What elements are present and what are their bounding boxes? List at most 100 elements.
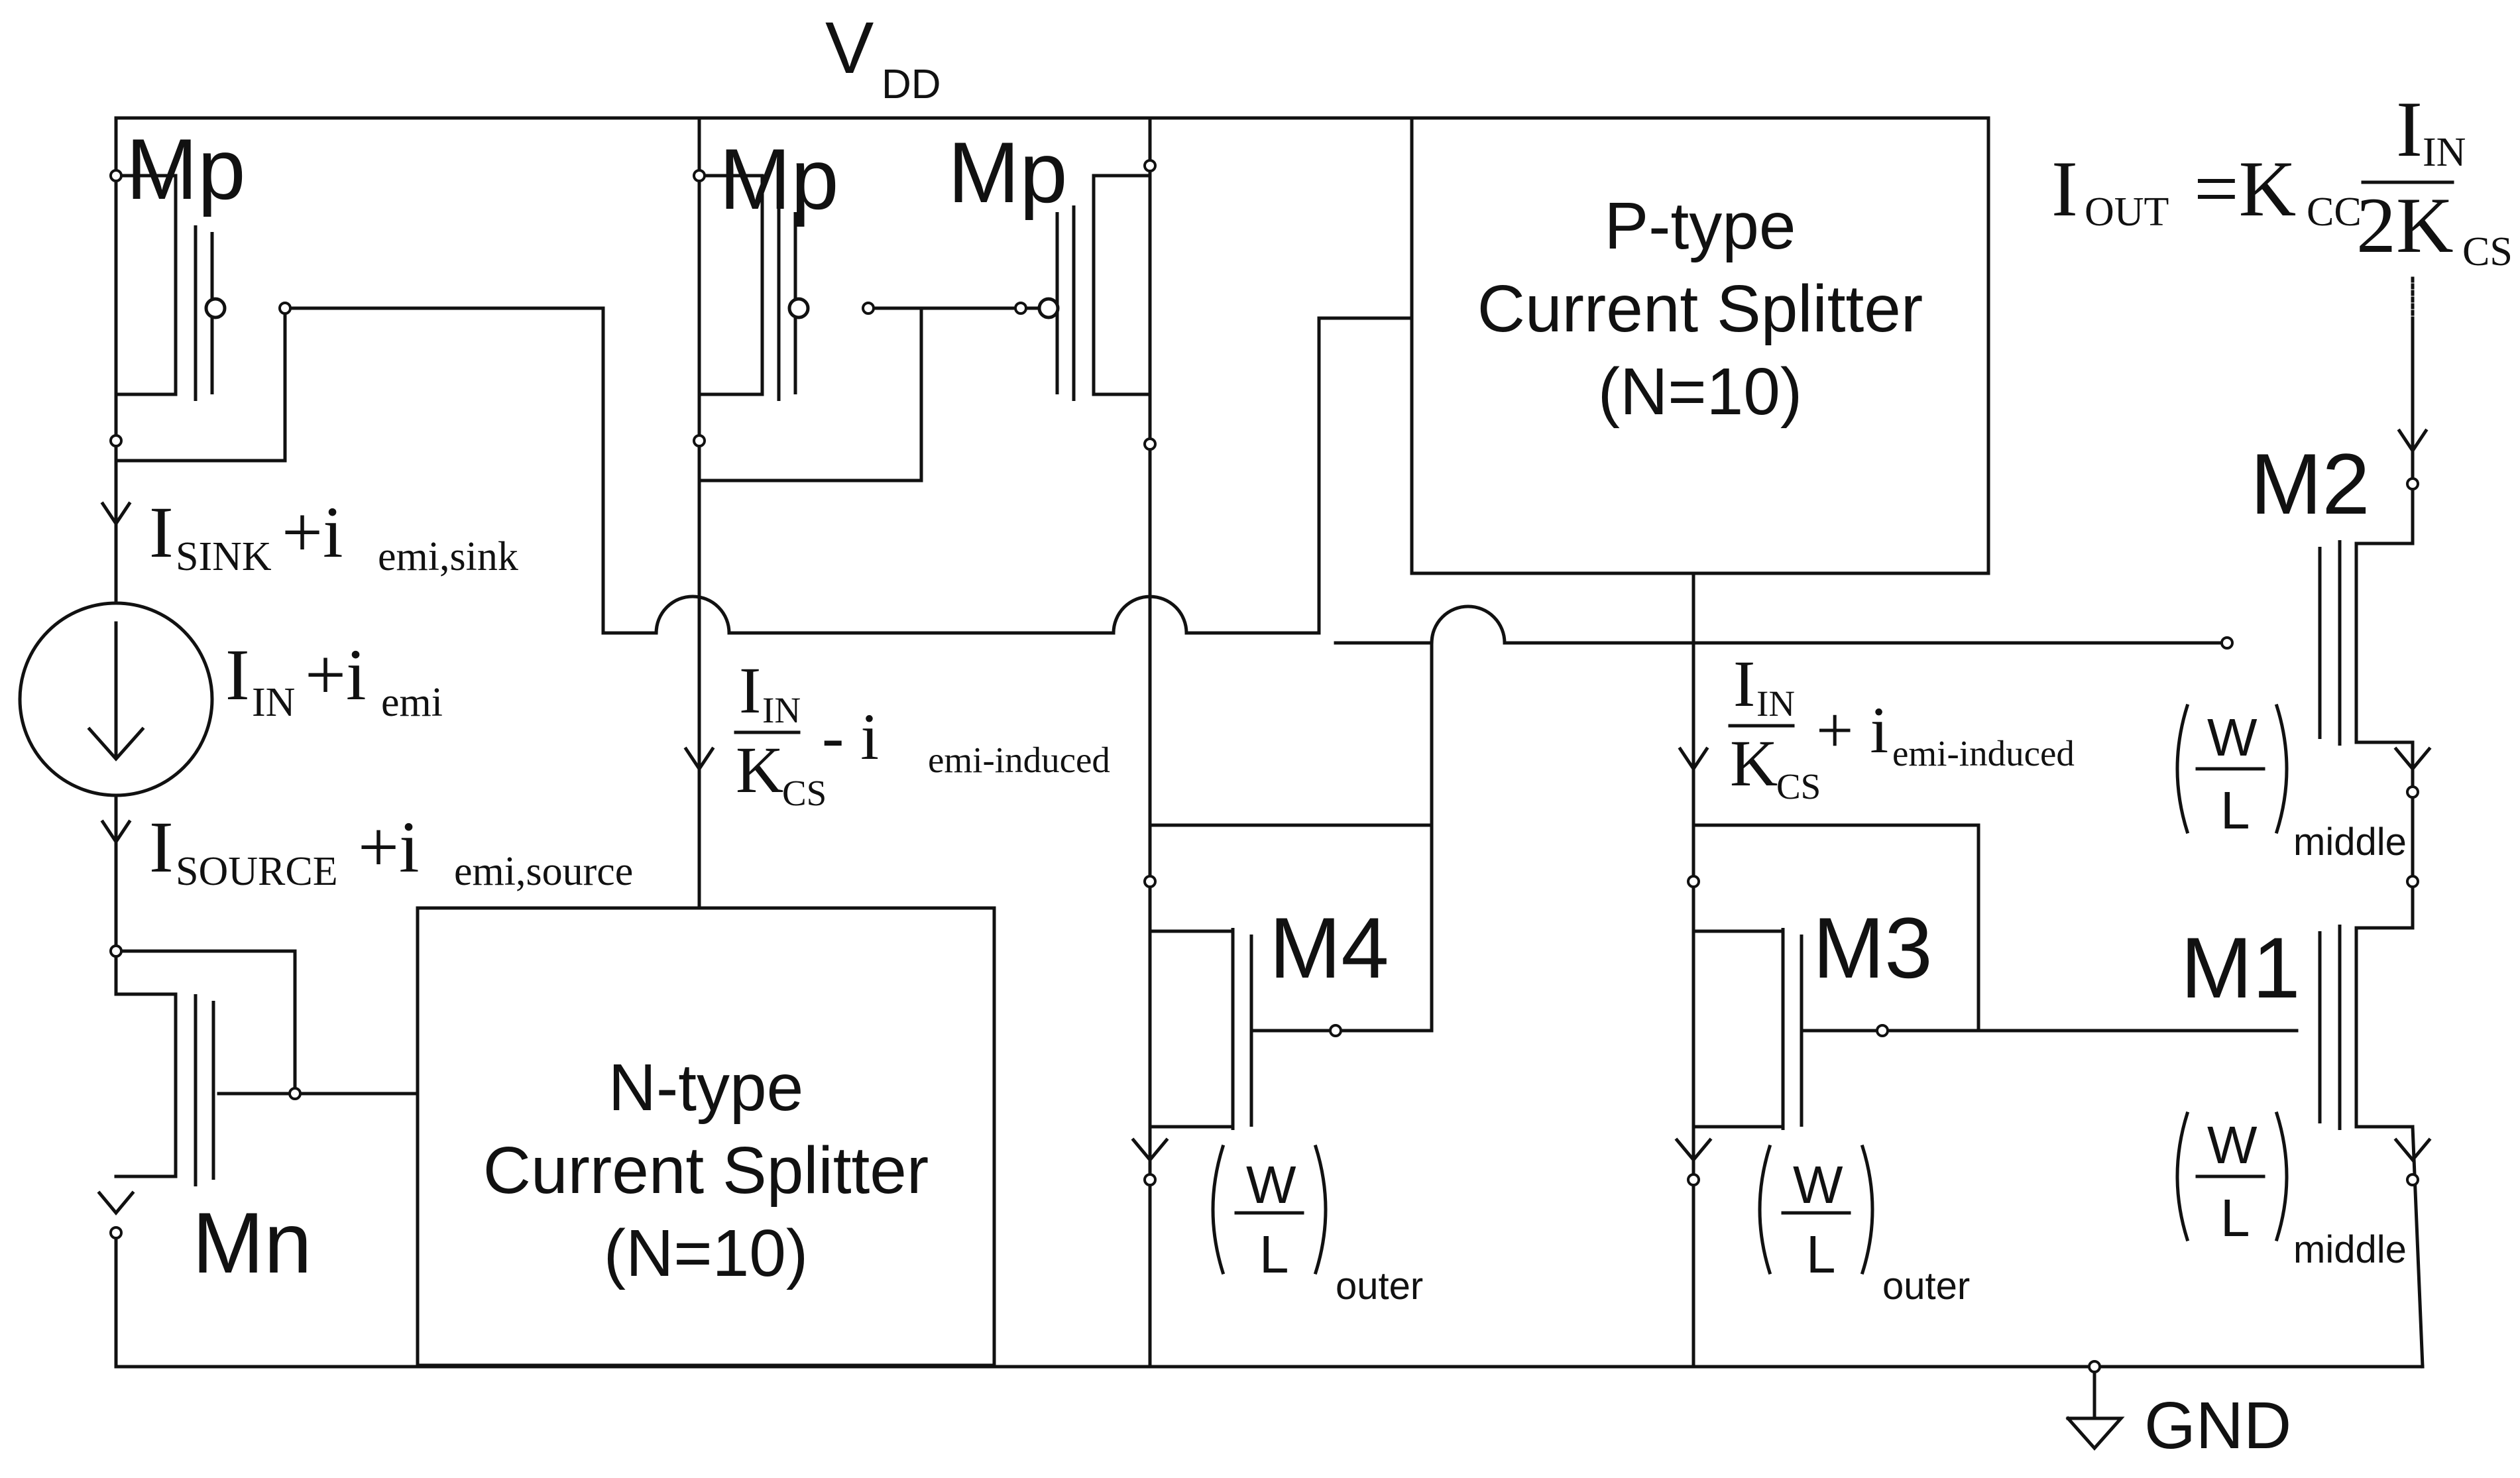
right-den-K: K [1730,726,1778,800]
wl-den: L [1806,1225,1836,1284]
wire [114,992,178,1178]
gnd-label: GND [2144,1389,2291,1463]
mp1-gate-bubble [204,297,227,319]
ptype-line1: P-type [1604,189,1796,263]
wl-middle-m2: W L middle [2175,703,2407,864]
ntype-line3: (N=10) [604,1216,808,1290]
iout-lhs: I [2051,144,2078,233]
arrow-out [2397,428,2429,454]
isource-emi: emi,source [454,849,633,894]
node [693,434,706,447]
isource-I: I [149,807,174,887]
m1-source-tick [2393,1137,2432,1163]
paren-left [2175,703,2190,834]
wire [114,949,297,1096]
left-num-I: I [739,654,761,727]
ptype-line2: Current Splitter [1477,272,1923,346]
node [2406,477,2419,490]
wire [697,306,923,483]
wire [1430,604,2229,645]
label-m3: M3 [1813,899,1933,996]
wire [697,174,764,396]
wl-sub: middle [2293,1228,2407,1271]
isource-sub: SOURCE [176,849,338,894]
wire [1691,880,1785,933]
right-emi: emi-induced [1892,733,2075,773]
node [109,169,123,182]
label-mn: Mn [192,1194,312,1291]
label-m4: M4 [1269,899,1389,996]
p-type-current-splitter [1410,116,1990,575]
arrow-sink [100,501,132,527]
iout-den-sub: CS [2462,229,2513,274]
iout-num-sub: IN [2423,130,2466,175]
left-op: - i [822,700,879,773]
wl-outer-m3: W L outer [1758,1144,1970,1308]
node [2406,1173,2419,1186]
node [288,1087,302,1100]
wire [2411,1125,2425,1369]
wire [283,306,658,635]
paren-left [2175,1111,2190,1242]
iout-k-sub: CC [2307,190,2362,235]
isink-sub: SINK [176,534,272,579]
wl-sub: middle [2293,821,2407,864]
left-num-sub: IN [762,690,801,730]
ground-symbol [2065,1416,2125,1451]
node [109,1226,123,1239]
iout-lhs-sub: OUT [2085,190,2169,235]
iin-I: I [225,634,250,715]
wire [1148,880,1231,933]
label-m2: M2 [2250,435,2370,532]
gnd-triangle [2065,1416,2125,1451]
right-num-sub: IN [1756,683,1795,724]
iout-eq: =K [2194,144,2296,233]
wl-num: W [2207,1115,2258,1174]
node [1143,875,1157,888]
current-source-arrowhead [87,726,145,762]
current-arrows [100,276,2429,845]
iin-plus: +i [305,634,367,715]
node [1687,1173,1700,1186]
wire [114,174,178,396]
paren-left [1211,1144,1226,1275]
vdd-label-dd: DD [882,62,941,107]
wire [1092,174,1152,396]
arrow-left-branch [683,746,715,772]
node [2406,785,2419,799]
node [693,169,706,182]
isink-emi: emi,sink [378,534,518,579]
wire [1691,823,1980,1033]
iin-emi: emi [381,680,443,725]
label-mp1: Mp [126,121,246,217]
paren-left [1758,1144,1772,1275]
iin-sub: IN [252,680,295,725]
ptype-line3: (N=10) [1598,355,1802,429]
paren-right [1860,1144,1874,1275]
node [109,434,123,447]
mp2-gate-bubble [787,297,810,319]
node [1687,875,1700,888]
paren-right [2274,703,2289,834]
label-mp2: Mp [719,131,839,227]
node [278,302,292,315]
node [1143,437,1157,451]
right-num-I: I [1733,647,1755,720]
ntype-line1: N-type [608,1051,804,1125]
wl-den: L [2220,1188,2250,1247]
ntype-line2: Current Splitter [483,1133,929,1208]
node [1143,1173,1157,1186]
m3-source-tick [1674,1137,1713,1163]
left-emi: emi-induced [928,740,1110,780]
wl-num: W [1246,1155,1296,1214]
node [1876,1024,1889,1037]
nodes [109,159,2419,1373]
node [1014,302,1027,315]
arrow-source [100,819,132,845]
label-mp3: Mp [948,124,1068,221]
source-ticks [97,746,2432,1216]
wl-sub: outer [1336,1265,1423,1308]
wl-den: L [1259,1225,1289,1284]
node [2220,636,2234,650]
node [1329,1024,1342,1037]
